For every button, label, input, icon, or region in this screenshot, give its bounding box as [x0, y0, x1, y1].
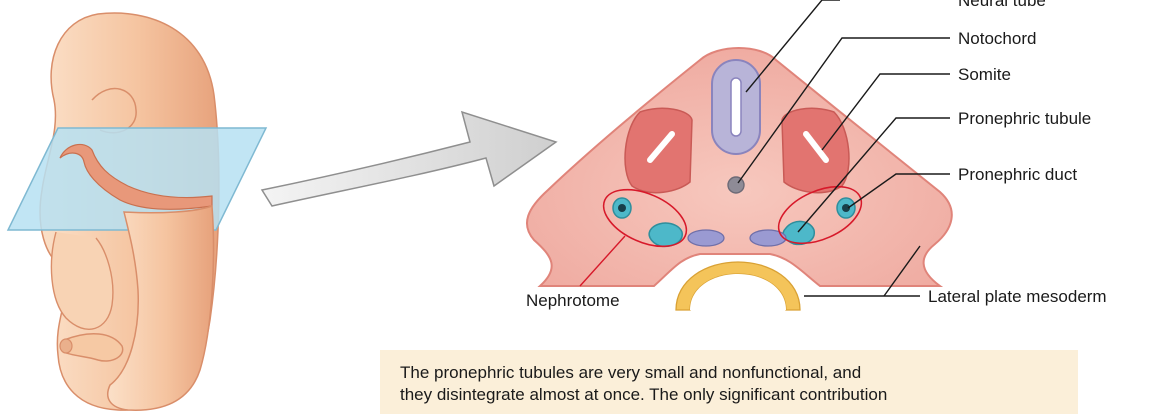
- label-pronephric-duct: Pronephric duct: [958, 165, 1077, 184]
- caption-line-2: they disintegrate almost at once. The on…: [400, 384, 1058, 406]
- label-lateral-plate-mesoderm: Lateral plate mesoderm: [928, 287, 1107, 306]
- pronephric-duct-left-lumen: [618, 204, 626, 212]
- label-neural-tube: Neural tube: [958, 0, 1046, 10]
- embryo-illustration: [8, 13, 266, 410]
- embryo-tail-end: [60, 339, 72, 353]
- label-pronephric-tubule: Pronephric tubule: [958, 109, 1091, 128]
- caption-box: The pronephric tubules are very small an…: [380, 350, 1078, 414]
- neural-tube-lumen: [731, 78, 741, 136]
- dorsal-aorta-left: [688, 230, 724, 246]
- label-notochord: Notochord: [958, 29, 1036, 48]
- caption-line-1: The pronephric tubules are very small an…: [400, 362, 1058, 384]
- dorsal-aorta-right: [750, 230, 786, 246]
- magnify-arrow: [262, 112, 556, 206]
- notochord: [728, 177, 744, 193]
- label-somite: Somite: [958, 65, 1011, 84]
- label-nephrotome: Nephrotome: [526, 291, 620, 310]
